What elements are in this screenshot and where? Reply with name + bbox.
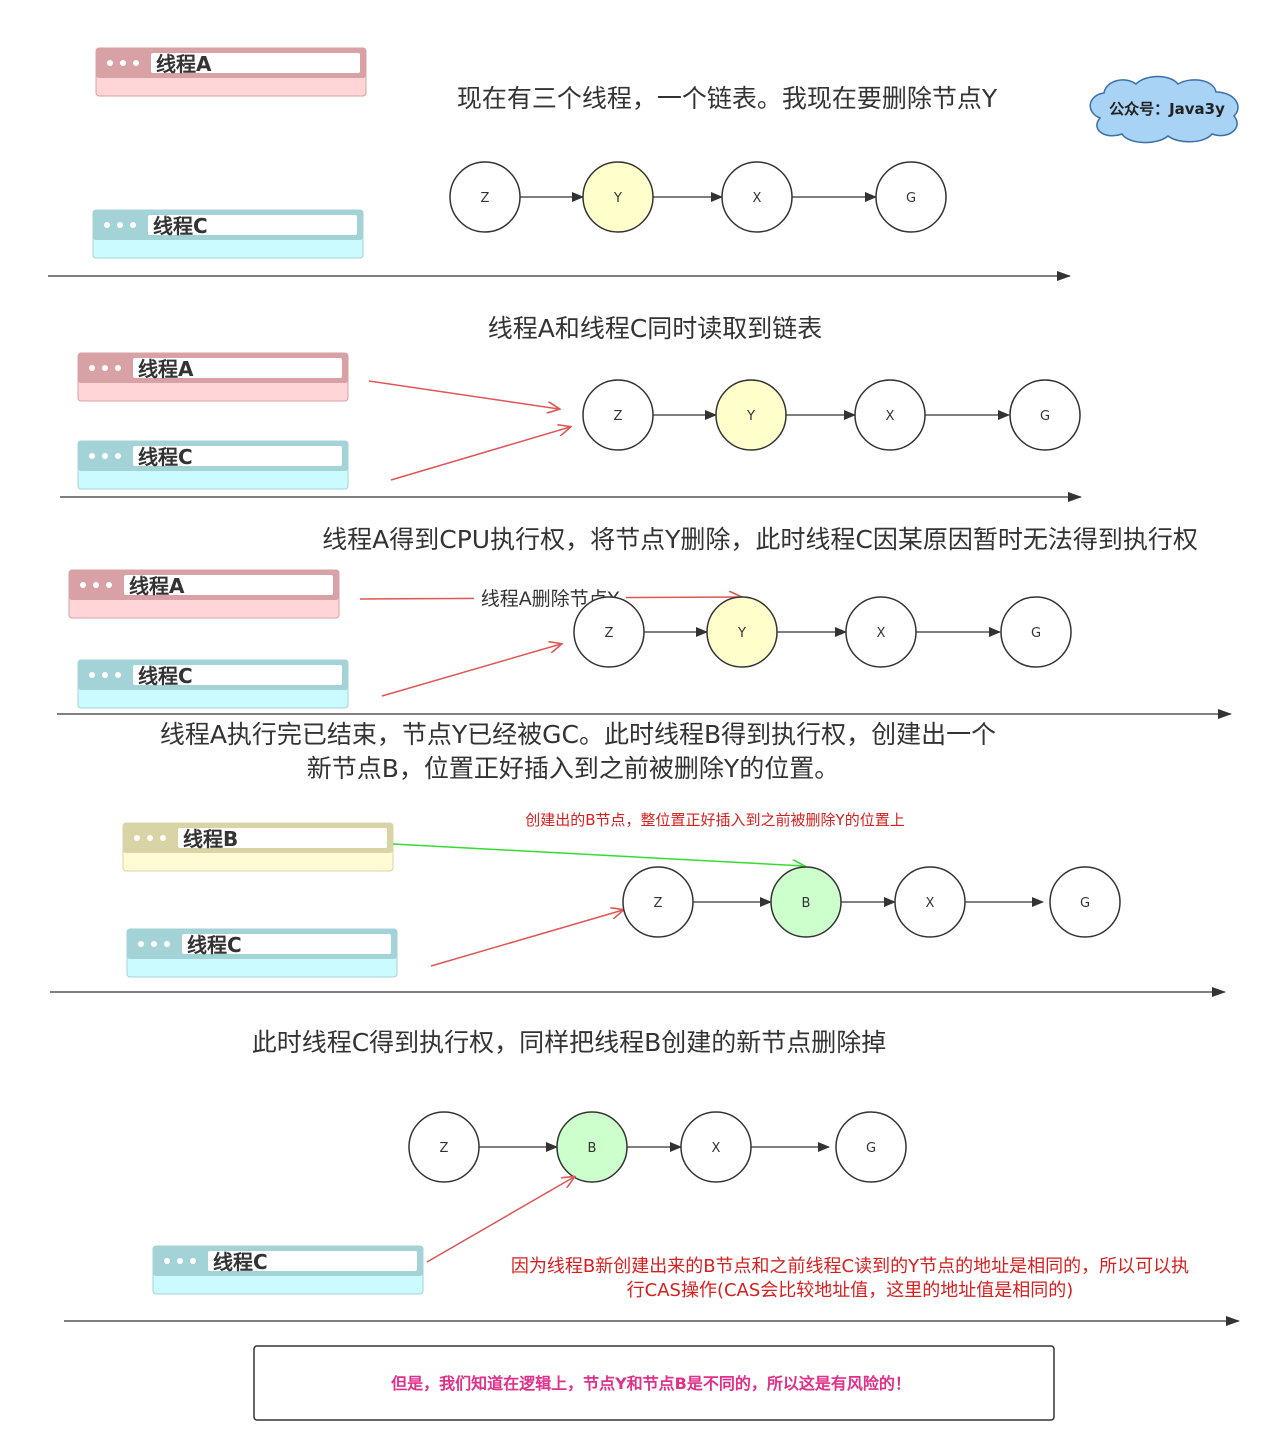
node-g bbox=[1049, 866, 1121, 938]
node-x-label: X bbox=[926, 896, 935, 911]
node-x bbox=[680, 1111, 752, 1183]
step2-thread-c-window: 线程C bbox=[77, 440, 349, 490]
thread-c-label: 线程C bbox=[153, 214, 208, 238]
thread-c-label: 线程C bbox=[187, 933, 242, 957]
step1-thread-a-window: 线程A bbox=[95, 47, 367, 97]
node-z bbox=[622, 866, 694, 938]
node-x-label: X bbox=[712, 1141, 721, 1156]
thread-c-cas-arrow bbox=[426, 1177, 574, 1263]
node-g bbox=[875, 161, 947, 233]
node-g-label: G bbox=[906, 191, 916, 206]
thread-a-read-arrow bbox=[368, 380, 559, 409]
step1-thread-c-window: 线程C bbox=[92, 209, 364, 259]
node-y bbox=[582, 161, 654, 233]
thread-c-wait-arrow bbox=[381, 644, 561, 697]
thread-c-label: 线程C bbox=[138, 445, 193, 469]
step4-caption-line1: 线程A执行完已结束，节点Y已经被GC。此时线程B得到执行权，创建出一个 bbox=[160, 720, 996, 749]
node-g bbox=[1000, 596, 1072, 668]
node-z-label: Z bbox=[481, 191, 490, 206]
node-z-label: Z bbox=[440, 1141, 449, 1156]
node-b-label: B bbox=[802, 896, 811, 911]
node-x-label: X bbox=[877, 626, 886, 641]
step4-note: 创建出的B节点，整位置正好插入到之前被删除Y的位置上 bbox=[525, 811, 904, 829]
node-g bbox=[1009, 379, 1081, 451]
badge-cloud: 公众号：Java3y bbox=[1089, 75, 1239, 144]
thread-a-delete-label: 线程A删除节点Y bbox=[481, 588, 620, 610]
node-z-label: Z bbox=[605, 626, 614, 641]
step3-thread-c-window: 线程C bbox=[77, 659, 349, 709]
step2-linked-list: Z Y X G bbox=[582, 379, 1081, 451]
node-x bbox=[894, 866, 966, 938]
node-g-label: G bbox=[1080, 896, 1090, 911]
node-z bbox=[449, 161, 521, 233]
node-z-label: Z bbox=[654, 896, 663, 911]
step5-thread-c-window: 线程C bbox=[152, 1245, 424, 1295]
node-z bbox=[408, 1111, 480, 1183]
node-y-label: Y bbox=[613, 191, 622, 206]
step5-linked-list: Z B X G bbox=[408, 1111, 907, 1183]
step3-thread-a-window: 线程A bbox=[68, 569, 340, 619]
step4-linked-list: Z B X G bbox=[622, 866, 1121, 938]
step5-caption: 此时线程C得到执行权，同样把线程B创建的新节点删除掉 bbox=[252, 1028, 887, 1057]
step4-thread-c-window: 线程C bbox=[126, 928, 398, 978]
thread-a-label: 线程A bbox=[156, 52, 212, 76]
node-x bbox=[854, 379, 926, 451]
thread-b-insert-arrow bbox=[392, 843, 804, 866]
node-y bbox=[715, 379, 787, 451]
conclusion-text: 但是，我们知道在逻辑上，节点Y和节点B是不同的，所以这是有风险的！ bbox=[391, 1374, 911, 1393]
step4-caption-line2: 新节点B，位置正好插入到之前被删除Y的位置。 bbox=[307, 754, 839, 783]
node-b-label: B bbox=[588, 1141, 597, 1156]
thread-a-label: 线程A bbox=[129, 574, 185, 598]
badge-text: 公众号：Java3y bbox=[1109, 100, 1225, 118]
thread-c-read-arrow bbox=[390, 427, 570, 481]
node-g bbox=[835, 1111, 907, 1183]
thread-b-label: 线程B bbox=[183, 827, 238, 851]
step5-note-line2: 行CAS操作(CAS会比较地址值，这里的地址值是相同的) bbox=[627, 1280, 1074, 1301]
node-x bbox=[721, 161, 793, 233]
node-x-label: X bbox=[753, 191, 762, 206]
node-g-label: G bbox=[1031, 626, 1041, 641]
thread-c-wait-arrow-2 bbox=[430, 910, 623, 967]
step3-caption: 线程A得到CPU执行权，将节点Y删除，此时线程C因某原因暂时无法得到执行权 bbox=[322, 525, 1198, 554]
node-b bbox=[556, 1111, 628, 1183]
step1-linked-list: Z Y X G bbox=[449, 161, 947, 233]
step2-caption: 线程A和线程C同时读取到链表 bbox=[488, 314, 823, 343]
step1-caption: 现在有三个线程，一个链表。我现在要删除节点Y bbox=[457, 84, 998, 113]
step4-thread-b-window: 线程B bbox=[122, 822, 394, 872]
node-z bbox=[582, 379, 654, 451]
node-y-label: Y bbox=[746, 409, 755, 424]
node-b bbox=[770, 866, 842, 938]
conclusion-box: 但是，我们知道在逻辑上，节点Y和节点B是不同的，所以这是有风险的！ bbox=[253, 1345, 1055, 1421]
node-g-label: G bbox=[1040, 409, 1050, 424]
node-x-label: X bbox=[886, 409, 895, 424]
node-z-label: Z bbox=[614, 409, 623, 424]
thread-c-label: 线程C bbox=[213, 1250, 268, 1274]
step2-thread-a-window: 线程A bbox=[77, 352, 349, 402]
node-x bbox=[845, 596, 917, 668]
node-g-label: G bbox=[866, 1141, 876, 1156]
node-z bbox=[573, 596, 645, 668]
step5-note-line1: 因为线程B新创建出来的B节点和之前线程C读到的Y节点的地址是相同的，所以可以执 bbox=[511, 1256, 1189, 1277]
thread-c-label: 线程C bbox=[138, 664, 193, 688]
thread-a-label: 线程A bbox=[138, 357, 194, 381]
node-y-label: Y bbox=[737, 626, 746, 641]
step3-linked-list: Z Y X G bbox=[573, 596, 1072, 668]
node-y bbox=[706, 596, 778, 668]
